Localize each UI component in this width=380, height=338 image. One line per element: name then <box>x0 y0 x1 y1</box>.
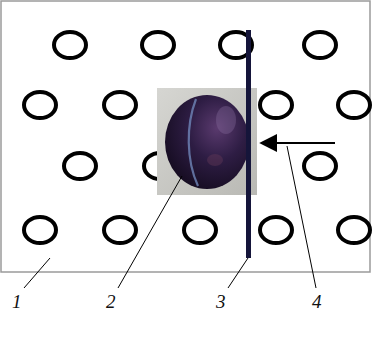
ring-grid <box>24 32 370 243</box>
force-arrow <box>261 142 335 144</box>
callout-number: 3 <box>216 292 226 311</box>
callout-number: 2 <box>106 292 116 311</box>
plate-frame <box>1 1 370 272</box>
leader-lines <box>24 146 316 288</box>
guide-bar <box>246 30 251 258</box>
plum-photo <box>157 88 257 195</box>
callout-number: 1 <box>12 292 22 311</box>
callout-number: 4 <box>312 292 322 311</box>
